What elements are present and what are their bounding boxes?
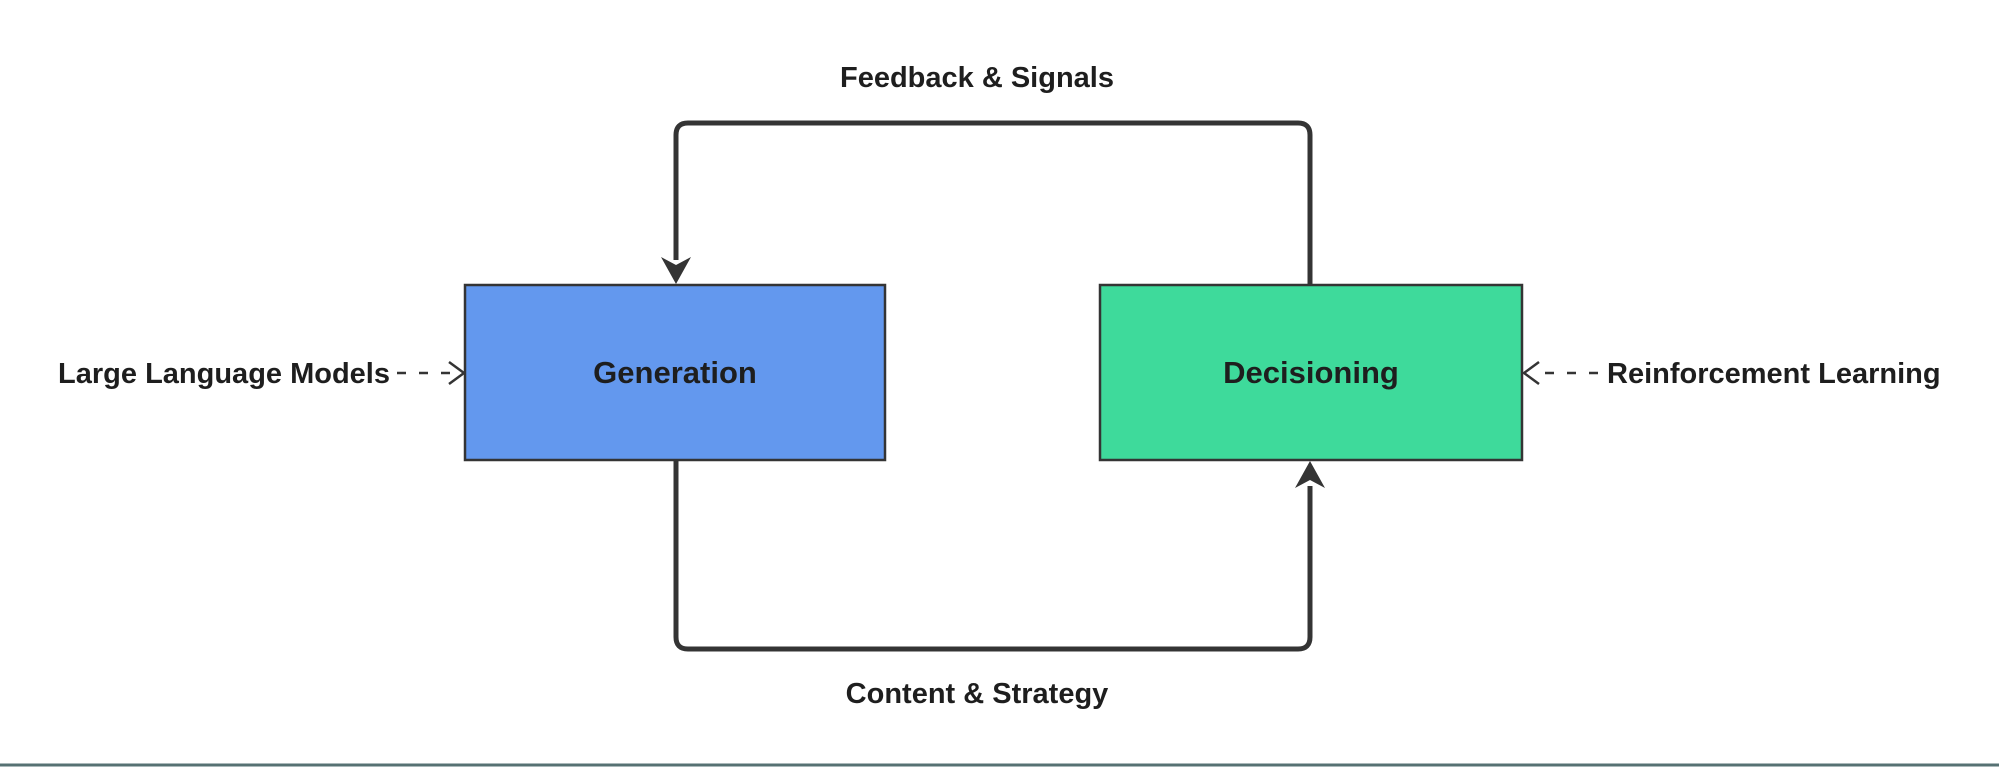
bottom-divider — [0, 763, 1999, 767]
arrowhead-into-decisioning-icon — [1295, 461, 1325, 488]
node-decisioning-box — [1098, 283, 1524, 462]
annotation-rl-label: Reinforcement Learning — [1607, 358, 1941, 390]
labels: Generation Decisioning Feedback & Signal… — [58, 62, 1941, 710]
node-generation-label: Generation — [593, 355, 757, 390]
annotation-llm-label: Large Language Models — [58, 358, 390, 390]
nodes — [463, 283, 1524, 462]
node-generation-box — [463, 283, 887, 462]
edge-feedback-label: Feedback & Signals — [840, 62, 1114, 94]
rl-arrowhead-icon — [1521, 360, 1540, 386]
arrowhead-into-generation-icon — [661, 257, 691, 284]
edge-content-label: Content & Strategy — [846, 678, 1109, 710]
edge-arrowheads — [661, 257, 1325, 488]
node-decisioning-label: Decisioning — [1223, 355, 1399, 390]
llm-arrowhead-icon — [448, 360, 467, 386]
edge-lines — [673, 120, 1313, 652]
edge-feedback-line — [673, 120, 1313, 285]
edge-content-line — [673, 460, 1313, 652]
